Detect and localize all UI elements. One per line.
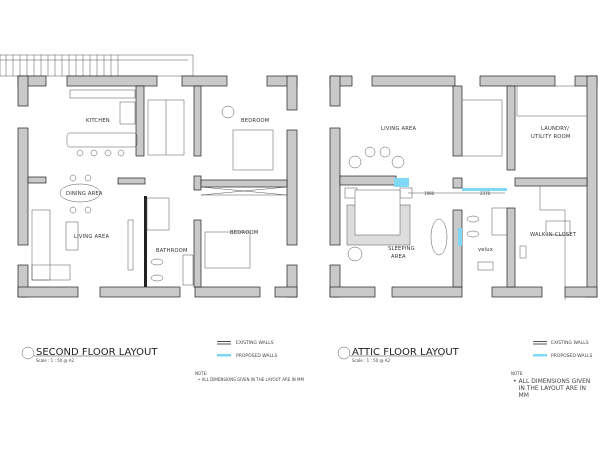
note-text-attic: • ALL DIMENSIONS GIVEN IN THE LAYOUT ARE… [513,378,597,399]
attic-floor-scale: Scale : 1 : 50 @ A2 [352,358,390,363]
note-text: • ALL DIMENSIONS GIVEN IN THE LAYOUT ARE… [198,377,304,382]
room-label-living-area-attic: LIVING AREA [381,126,416,132]
dimension-2370: 2370 [480,191,491,196]
dimension-1980: 1980 [424,191,435,196]
furniture [344,85,588,300]
room-label-velux: velux [478,247,493,253]
room-label-dining-area: DINING AREA [66,191,103,197]
room-label-laundry: LAUNDRY/ [541,126,569,132]
note-title: NOTE: [195,371,207,376]
legend-proposed-walls-attic: PROPOSED WALLS [551,353,593,359]
walls-proposed [394,178,507,246]
second-floor-plan [0,54,298,298]
room-label-utility-room: UTILITY ROOM [531,134,571,140]
bullet: • [513,378,517,385]
attic-floor-plan [329,75,598,300]
second-floor-title: SECOND FLOOR LAYOUT [36,347,158,358]
second-floor-scale: Scale : 1 : 50 @ A2 [36,358,74,363]
second-floor-title-block: SECOND FLOOR LAYOUT Scale : 1 : 50 @ A2 … [21,340,304,382]
room-label-bathroom: BATHROOM [156,248,188,254]
room-label-area: AREA [391,254,406,260]
note-title-attic: NOTE: [511,371,523,376]
legend-existing-walls-attic: EXISTING WALLS [551,340,589,346]
walls-existing [17,75,298,298]
furniture [31,89,288,286]
legend-proposed-walls: PROPOSED WALLS [236,353,278,359]
room-label-bedroom-1: BEDROOM [241,118,269,124]
room-label-living-area: LIVING AREA [74,234,109,240]
room-label-sleeping: SLEEPING [388,246,415,252]
attic-floor-title: ATTIC FLOOR LAYOUT [352,347,460,358]
walls-existing [329,75,598,298]
attic-floor-title-block: ATTIC FLOOR LAYOUT Scale : 1 : 50 @ A2 E… [337,340,593,376]
note-text-attic-body: ALL DIMENSIONS GIVEN IN THE LAYOUT ARE I… [518,378,591,399]
legend-existing-walls: EXISTING WALLS [236,340,274,346]
room-label-walk-in-closet: WALK-IN-CLOSET [530,232,577,238]
room-label-bedroom-2: BEDROOM [230,230,258,236]
room-label-kitchen: KITCHEN [86,118,110,124]
external-stair [0,54,194,77]
